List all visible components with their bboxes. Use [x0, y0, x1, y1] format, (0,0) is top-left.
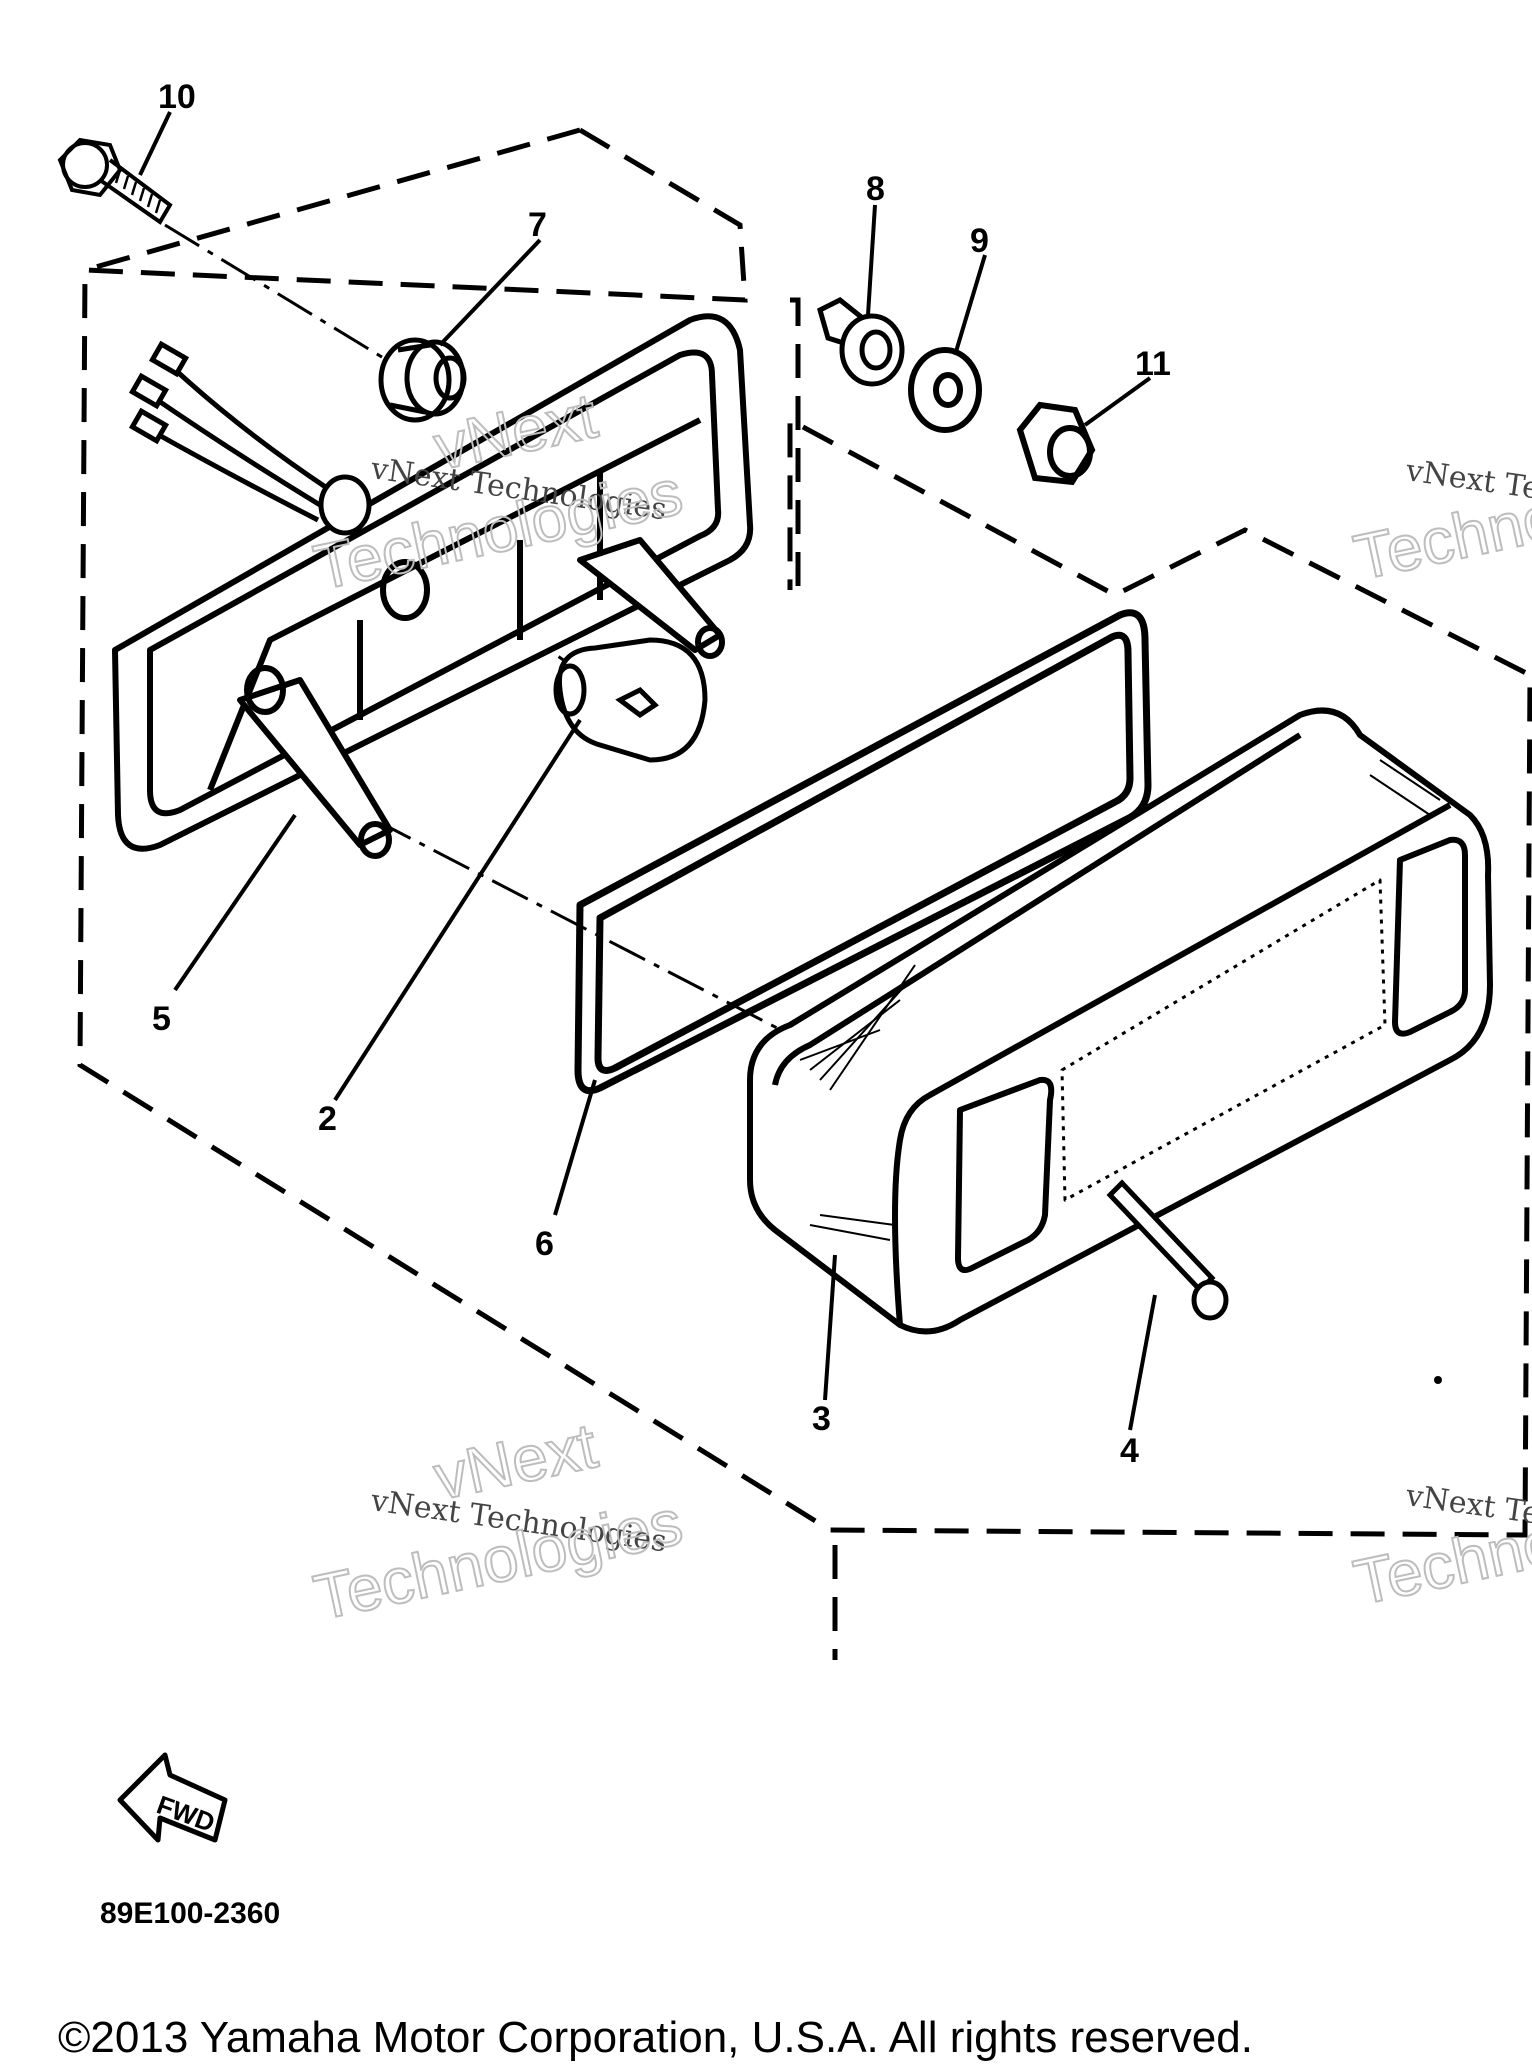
callout-3: 3 [812, 1400, 831, 1438]
lamp-housing [112, 313, 754, 859]
leader-lines [138, 111, 1157, 1431]
callout-7: 7 [528, 206, 547, 244]
bolt-part [57, 137, 173, 225]
grommet-part [378, 337, 467, 423]
bulb-part [553, 637, 708, 763]
fwd-arrow-icon: FWD [117, 1752, 228, 1843]
stray-mark [1434, 1376, 1442, 1384]
gasket-part [574, 609, 1152, 1095]
nut-part [1016, 401, 1096, 486]
lens-part [747, 707, 1493, 1335]
callout-8: 8 [866, 170, 885, 208]
callout-5: 5 [152, 1000, 171, 1038]
callout-2: 2 [318, 1100, 337, 1138]
assembly-boundary [77, 127, 1532, 1660]
callout-6: 6 [535, 1225, 554, 1263]
callout-10: 10 [158, 78, 196, 116]
drawing-code: 89E100-2360 [100, 1897, 280, 1930]
watermark-outline: vNext [428, 1409, 603, 1513]
screw-part [1106, 1179, 1229, 1321]
callout-labels: 10 7 8 9 11 5 2 6 3 4 [152, 78, 1171, 1470]
callout-4: 4 [1120, 1432, 1139, 1470]
callout-11: 11 [1135, 345, 1171, 383]
wire-harness [128, 340, 372, 536]
callout-9: 9 [970, 222, 989, 260]
copyright-notice: ©2013 Yamaha Motor Corporation, U.S.A. A… [58, 2013, 1253, 2062]
washer-part [908, 347, 982, 433]
collar-part [817, 297, 905, 387]
